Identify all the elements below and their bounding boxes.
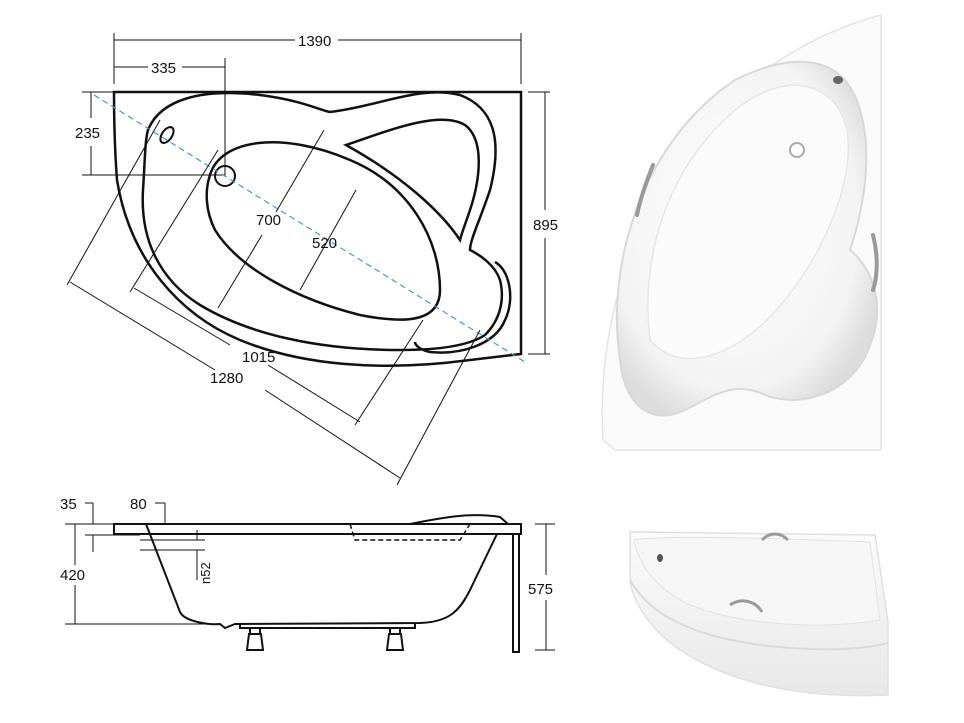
handle-front-angled <box>729 599 764 613</box>
dim-label-1280: 1280 <box>210 370 243 387</box>
dim-label-895: 895 <box>533 217 558 234</box>
dim-label-235: 235 <box>75 125 100 142</box>
tub-feet <box>245 627 405 651</box>
drain-hole <box>214 165 236 187</box>
diagonal-dimensions <box>66 119 481 486</box>
dim-label-420: 420 <box>60 567 85 584</box>
dim-label-700: 700 <box>256 212 281 229</box>
overflow-photo <box>833 76 843 84</box>
dimension-235 <box>82 91 225 176</box>
dim-label-520: 520 <box>312 235 337 252</box>
handle-right-photo <box>871 233 879 292</box>
tub-outline <box>112 90 523 367</box>
side-view-drawing: 35 80 420 n52 575 <box>0 490 580 670</box>
bathtub-angled-photo <box>629 531 889 697</box>
drain-photo <box>789 142 805 158</box>
overflow-hole <box>159 126 175 144</box>
side-view-svg: 35 80 420 n52 575 <box>60 496 555 653</box>
dim-label-n52: n52 <box>198 562 213 584</box>
handle-back-angled <box>760 532 790 542</box>
dimension-1390 <box>113 33 522 84</box>
overflow-angled <box>657 554 663 562</box>
tub-side-profile <box>113 514 522 653</box>
dim-label-80: 80 <box>130 496 147 513</box>
handle-left-photo <box>635 163 655 217</box>
dimension-895 <box>528 91 550 355</box>
top-view-drawing: 1390 335 235 895 <box>0 0 580 490</box>
dim-label-575: 575 <box>528 581 553 598</box>
dim-label-1390: 1390 <box>298 33 331 50</box>
dim-label-1015: 1015 <box>242 349 275 366</box>
angled-photo <box>620 520 900 710</box>
dim-label-335: 335 <box>151 60 176 77</box>
top-view-svg: 1390 335 235 895 <box>66 33 558 486</box>
tub-axis-line <box>93 94 526 363</box>
dim-label-35: 35 <box>60 496 77 513</box>
top-view-photo <box>585 10 895 460</box>
dimension-335 <box>114 58 226 176</box>
bathtub-top-photo <box>601 14 882 451</box>
